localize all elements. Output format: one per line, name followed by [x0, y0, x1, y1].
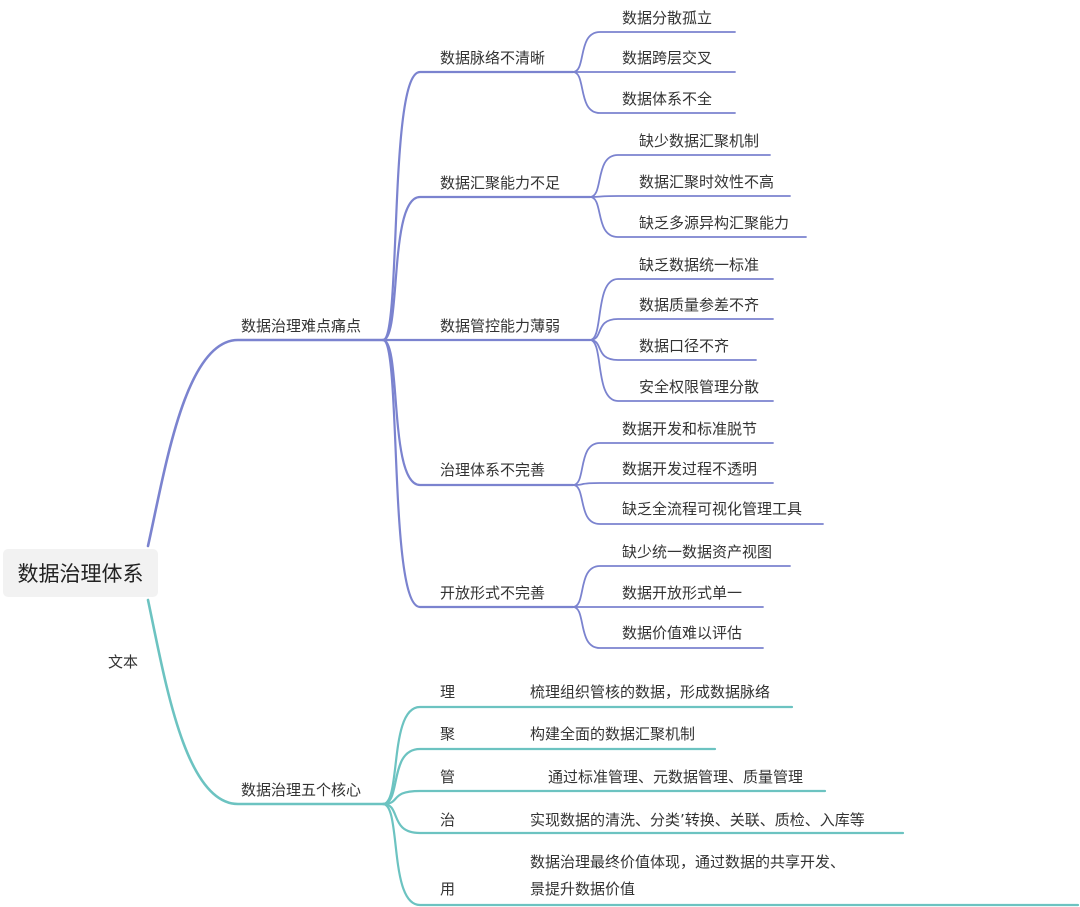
branch-pain-points-label[interactable]: 数据治理难点痛点	[241, 317, 362, 335]
branch-five-cores-label[interactable]: 数据治理五个核心	[241, 781, 362, 799]
floating-text-label: 文本	[108, 653, 139, 671]
detail-connector	[589, 318, 774, 341]
pain-point-connector	[381, 338, 575, 487]
l3-label[interactable]: 数据开发过程不透明	[622, 460, 758, 478]
l3-label[interactable]: 缺乏全流程可视化管理工具	[622, 500, 803, 518]
core-description: 数据治理最终价值体现，通过数据的共享开发、	[530, 853, 846, 871]
detail-connector	[589, 154, 771, 198]
detail-connector	[572, 71, 736, 114]
core-label[interactable]: 管	[440, 768, 456, 786]
detail-connector	[572, 442, 774, 486]
detail-connector	[589, 195, 791, 198]
core-connector	[381, 747, 717, 806]
core-connector	[381, 789, 827, 806]
l3-label[interactable]: 数据跨层交叉	[622, 49, 713, 67]
detail-connector	[572, 484, 824, 525]
l3-label[interactable]: 数据汇聚时效性不高	[639, 173, 775, 191]
core-label[interactable]: 理	[440, 683, 456, 701]
l3-label[interactable]: 数据口径不齐	[639, 337, 730, 355]
root-to-pain-points-connector	[146, 338, 385, 548]
root-to-five-cores-connector	[146, 598, 385, 806]
detail-connector	[572, 31, 736, 73]
core-description: 景提升数据价值	[530, 880, 636, 898]
detail-connector	[572, 565, 791, 608]
l3-label[interactable]: 缺乏数据统一标准	[639, 256, 760, 274]
l3-label[interactable]: 安全权限管理分散	[639, 378, 760, 396]
root-label: 数据治理体系	[17, 562, 144, 586]
core-label[interactable]: 用	[440, 880, 456, 898]
detail-connector	[589, 278, 774, 341]
pain-point-connector	[381, 70, 575, 342]
core-label[interactable]: 聚	[440, 725, 456, 743]
l3-label[interactable]: 数据体系不全	[622, 90, 713, 108]
l3-label[interactable]: 数据开发和标准脱节	[622, 420, 758, 438]
detail-connector	[572, 482, 774, 486]
l3-label[interactable]: 缺乏多源异构汇聚能力	[639, 214, 790, 232]
l2-label[interactable]: 数据管控能力薄弱	[440, 317, 561, 335]
detail-connector	[589, 196, 807, 238]
core-connector	[381, 802, 1080, 907]
l3-label[interactable]: 数据价值难以评估	[622, 624, 743, 642]
core-description: 构建全面的数据汇聚机制	[530, 725, 696, 743]
l3-label[interactable]: 数据质量参差不齐	[639, 296, 760, 314]
l2-label[interactable]: 治理体系不完善	[440, 461, 546, 479]
core-connector	[381, 705, 794, 806]
l3-label[interactable]: 数据开放形式单一	[622, 584, 743, 602]
l3-label[interactable]: 缺少数据汇聚机制	[639, 132, 760, 150]
l2-label[interactable]: 开放形式不完善	[440, 584, 546, 602]
l3-label[interactable]: 数据分散孤立	[622, 9, 713, 27]
pain-point-connector	[381, 195, 592, 342]
detail-connector	[572, 606, 764, 649]
core-description: 梳理组织管核的数据，形成数据脉络	[530, 683, 771, 701]
core-label[interactable]: 治	[440, 811, 456, 829]
pain-point-connector	[381, 338, 575, 609]
detail-connector	[589, 339, 774, 402]
core-connector	[381, 802, 905, 835]
root-node[interactable]: 数据治理体系	[3, 549, 158, 597]
l2-label[interactable]: 数据汇聚能力不足	[440, 174, 561, 192]
l2-label[interactable]: 数据脉络不清晰	[440, 49, 546, 67]
l3-label[interactable]: 缺少统一数据资产视图	[622, 543, 773, 561]
core-description: 通过标准管理、元数据管理、质量管理	[548, 768, 804, 786]
core-description: 实现数据的清洗、分类’转换、关联、质检、入库等	[530, 811, 865, 829]
